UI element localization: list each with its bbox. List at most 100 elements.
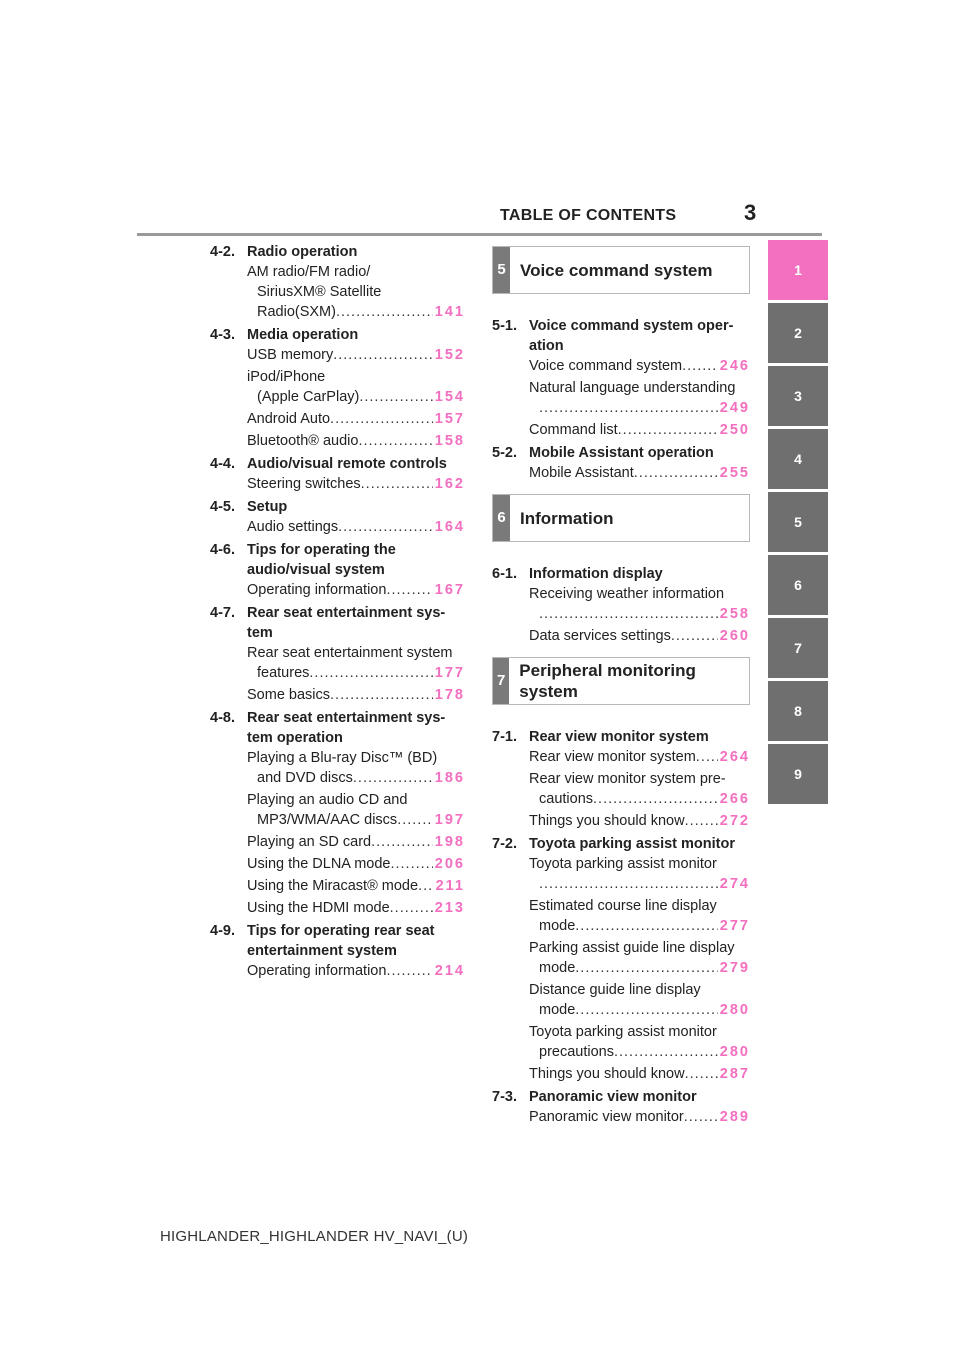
toc-entry[interactable]: Some basics178 bbox=[247, 685, 465, 705]
toc-entry[interactable]: Using the DLNA mode206 bbox=[247, 854, 465, 874]
section-number: 4-2. bbox=[210, 244, 235, 260]
entry-page-link[interactable]: 154 bbox=[434, 389, 465, 405]
chapter-tab-1[interactable]: 1 bbox=[768, 240, 828, 300]
entry-page-link[interactable]: 158 bbox=[434, 433, 465, 449]
toc-entry[interactable]: Panoramic view monitor289 bbox=[529, 1107, 750, 1127]
entry-page-link[interactable]: 214 bbox=[434, 963, 465, 979]
toc-entry[interactable]: Android Auto157 bbox=[247, 409, 465, 429]
entry-page-link[interactable]: 213 bbox=[434, 900, 465, 916]
toc-entry[interactable]: Data services settings260 bbox=[529, 626, 750, 646]
entry-page-link[interactable]: 274 bbox=[719, 876, 750, 892]
entry-page-link[interactable]: 272 bbox=[719, 813, 750, 829]
entry-page-link[interactable]: 277 bbox=[719, 918, 750, 934]
entry-page-link[interactable]: 198 bbox=[434, 834, 465, 850]
entry-page-link[interactable]: 280 bbox=[719, 1044, 750, 1060]
entry-page-link[interactable]: 266 bbox=[719, 791, 750, 807]
entry-page-link[interactable]: 264 bbox=[719, 749, 750, 765]
chapter-tab-2[interactable]: 2 bbox=[768, 303, 828, 363]
section-items: Voice command system246Natural language … bbox=[529, 356, 750, 440]
chapter-tab-5[interactable]: 5 bbox=[768, 492, 828, 552]
entry-title-line: Toyota parking assist monitor bbox=[529, 856, 717, 872]
toc-entry[interactable]: Parking assist guide line displaymode279 bbox=[529, 938, 750, 978]
toc-entry[interactable]: Things you should know287 bbox=[529, 1064, 750, 1084]
toc-entry[interactable]: Things you should know272 bbox=[529, 811, 750, 831]
entry-leader-line: cautions266 bbox=[529, 789, 750, 809]
entry-page-link[interactable]: 186 bbox=[434, 770, 465, 786]
toc-entry[interactable]: Rear view monitor system pre-cautions266 bbox=[529, 769, 750, 809]
entry-page-link[interactable]: 260 bbox=[719, 628, 750, 644]
section-title: Information display bbox=[529, 566, 663, 582]
entry-page-link[interactable]: 178 bbox=[434, 687, 465, 703]
dot-leader bbox=[330, 685, 433, 705]
entry-page-link[interactable]: 289 bbox=[719, 1109, 750, 1125]
toc-entry[interactable]: Receiving weather information258 bbox=[529, 584, 750, 624]
toc-entry[interactable]: Operating information167 bbox=[247, 580, 465, 600]
section-items: Panoramic view monitor289 bbox=[529, 1107, 750, 1127]
entry-page-link[interactable]: 206 bbox=[434, 856, 465, 872]
toc-entry[interactable]: Toyota parking assist monitor precautions… bbox=[529, 1022, 750, 1062]
dot-leader bbox=[685, 1064, 718, 1084]
dot-leader bbox=[696, 747, 718, 767]
toc-entry[interactable]: USB memory152 bbox=[247, 345, 465, 365]
entry-page-link[interactable]: 280 bbox=[719, 1002, 750, 1018]
spacer bbox=[492, 486, 750, 494]
toc-entry[interactable]: Voice command system246 bbox=[529, 356, 750, 376]
section-number: 4-8. bbox=[210, 710, 235, 726]
entry-page-link[interactable]: 279 bbox=[719, 960, 750, 976]
entry-page-link[interactable]: 167 bbox=[434, 582, 465, 598]
chapter-tab-6[interactable]: 6 bbox=[768, 555, 828, 615]
toc-entry[interactable]: Toyota parking assist monitor274 bbox=[529, 854, 750, 894]
toc-entry[interactable]: Mobile Assistant 255 bbox=[529, 463, 750, 483]
chapter-tab-7[interactable]: 7 bbox=[768, 618, 828, 678]
entry-page-link[interactable]: 162 bbox=[434, 476, 465, 492]
entry-page-link[interactable]: 197 bbox=[434, 812, 465, 828]
entry-page-link[interactable]: 258 bbox=[719, 606, 750, 622]
entry-title-line: Toyota parking assist monitor bbox=[529, 1024, 717, 1040]
entry-page-link[interactable]: 250 bbox=[719, 422, 750, 438]
chapter-tab-8[interactable]: 8 bbox=[768, 681, 828, 741]
toc-entry[interactable]: iPod/iPhone(Apple CarPlay)154 bbox=[247, 367, 465, 407]
dot-leader bbox=[418, 876, 434, 896]
entry-page-link[interactable]: 164 bbox=[434, 519, 465, 535]
chapter-tab-3[interactable]: 3 bbox=[768, 366, 828, 426]
entry-leader-line: precautions280 bbox=[529, 1042, 750, 1062]
toc-entry[interactable]: Rear view monitor system264 bbox=[529, 747, 750, 767]
entry-title: Mobile Assistant bbox=[529, 465, 634, 481]
toc-entry[interactable]: Estimated course line displaymode277 bbox=[529, 896, 750, 936]
toc-entry[interactable]: Command list250 bbox=[529, 420, 750, 440]
entry-page-link[interactable]: 152 bbox=[434, 347, 465, 363]
section-title: Tips for operating the audio/visual syst… bbox=[247, 542, 396, 578]
entry-page-link[interactable]: 287 bbox=[719, 1066, 750, 1082]
toc-entry[interactable]: Distance guide line displaymode280 bbox=[529, 980, 750, 1020]
toc-entry[interactable]: Rear seat entertainment systemfeatures17… bbox=[247, 643, 465, 683]
dot-leader bbox=[593, 789, 718, 809]
section-title: Rear view monitor system bbox=[529, 729, 709, 745]
entry-page-link[interactable]: 255 bbox=[719, 465, 750, 481]
toc-entry[interactable]: Playing a Blu-ray Disc™ (BD)and DVD disc… bbox=[247, 748, 465, 788]
entry-page-link[interactable]: 249 bbox=[719, 400, 750, 416]
dot-leader bbox=[671, 626, 718, 646]
dot-leader bbox=[614, 1042, 718, 1062]
toc-entry[interactable]: Playing an SD card198 bbox=[247, 832, 465, 852]
toc-entry[interactable]: Steering switches162 bbox=[247, 474, 465, 494]
entry-page-link[interactable]: 246 bbox=[719, 358, 750, 374]
toc-entry[interactable]: Natural language understanding249 bbox=[529, 378, 750, 418]
section-items: Operating information214 bbox=[247, 961, 465, 981]
entry-leader-line: and DVD discs186 bbox=[247, 768, 465, 788]
section-items: USB memory152iPod/iPhone(Apple CarPlay)1… bbox=[247, 345, 465, 451]
entry-page-link[interactable]: 141 bbox=[434, 304, 465, 320]
entry-leader-line: 249 bbox=[529, 398, 750, 418]
entry-page-link[interactable]: 211 bbox=[435, 878, 465, 894]
toc-entry[interactable]: Operating information214 bbox=[247, 961, 465, 981]
toc-entry[interactable]: Using the HDMI mode213 bbox=[247, 898, 465, 918]
toc-entry[interactable]: Audio settings164 bbox=[247, 517, 465, 537]
entry-page-link[interactable]: 157 bbox=[434, 411, 465, 427]
toc-entry[interactable]: Bluetooth® audio158 bbox=[247, 431, 465, 451]
chapter-tab-4[interactable]: 4 bbox=[768, 429, 828, 489]
entry-page-link[interactable]: 177 bbox=[434, 665, 465, 681]
toc-entry[interactable]: Using the Miracast® mode211 bbox=[247, 876, 465, 896]
chapter-tab-9[interactable]: 9 bbox=[768, 744, 828, 804]
